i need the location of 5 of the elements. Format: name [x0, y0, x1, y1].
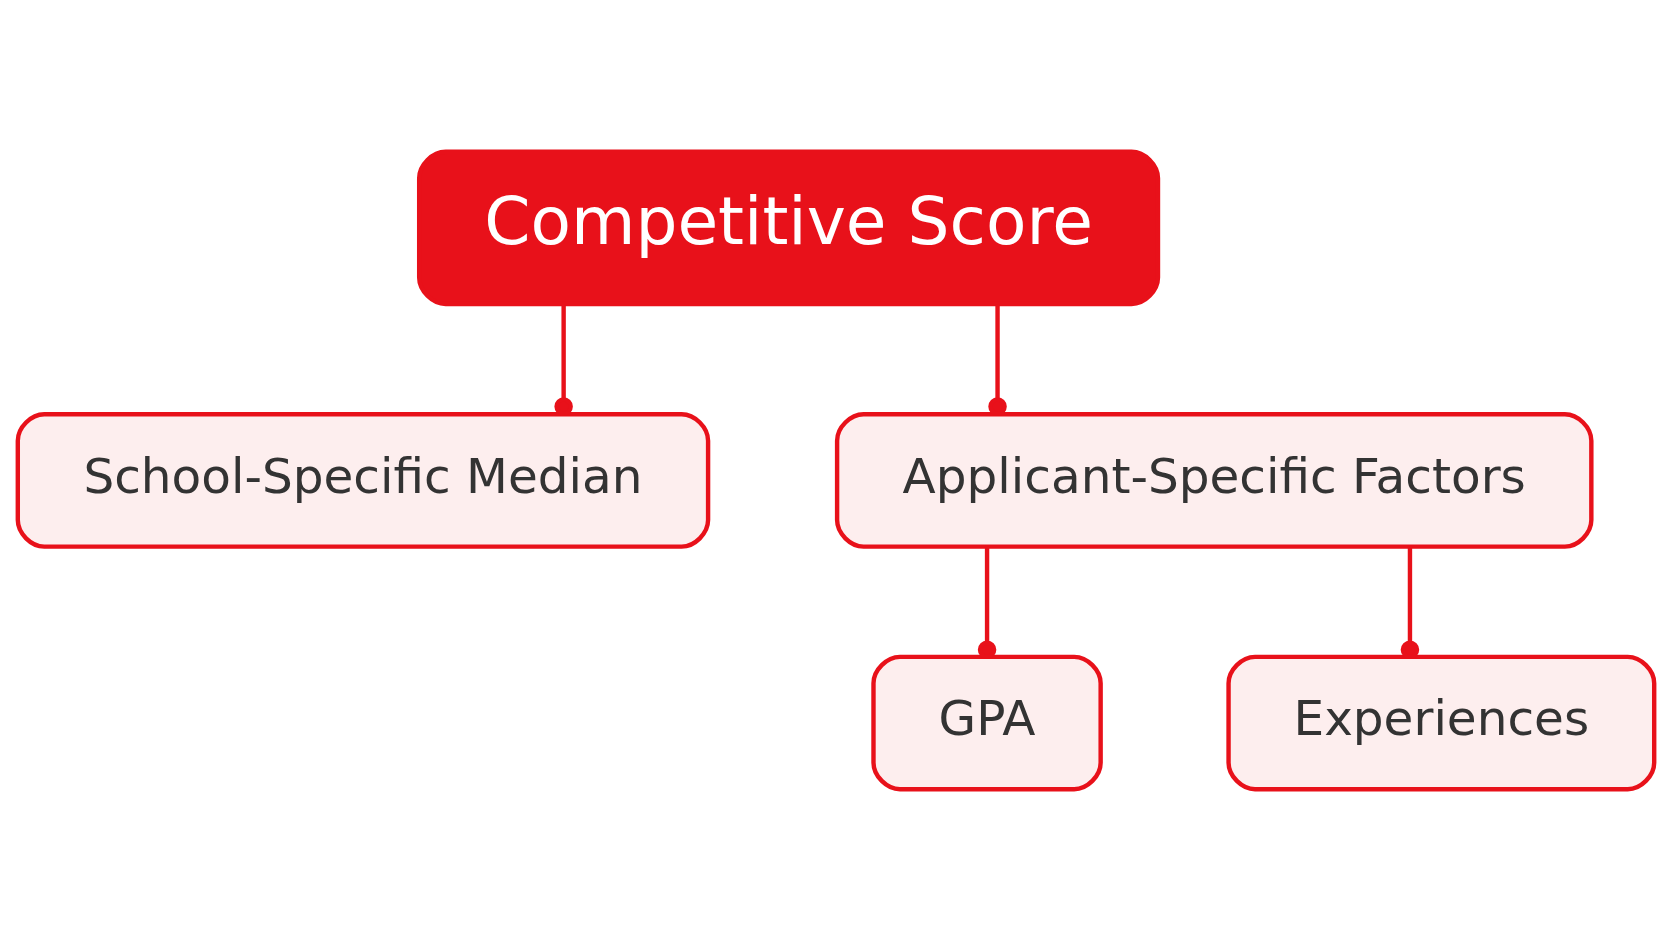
node-box: Experiences [1226, 654, 1657, 792]
node-box: School-Specific Median [15, 412, 711, 549]
node-box: GPA [871, 654, 1103, 792]
node-box: Applicant-Specific Factors [834, 412, 1594, 549]
node-box: Competitive Score [416, 149, 1161, 307]
